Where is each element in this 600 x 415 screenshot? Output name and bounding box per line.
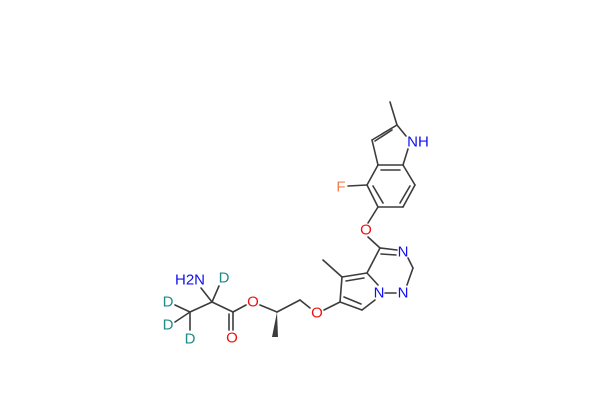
- atom-deuterium-alpha: D: [219, 270, 230, 287]
- wedge-bond: [272, 312, 278, 337]
- atom-deuterium-2: D: [163, 317, 174, 334]
- bonds: [174, 101, 416, 337]
- atom-labels: NH F O N N N O O O H2N D D D D: [163, 134, 429, 348]
- atom-nitrogen-3: N: [398, 244, 409, 261]
- atom-oxygen-ether: O: [311, 305, 323, 322]
- atom-oxygen-ester: O: [247, 294, 259, 311]
- atom-oxygen-carbonyl: O: [226, 330, 238, 347]
- atom-fluorine: F: [336, 179, 345, 196]
- atom-nitrogen-1: N: [398, 285, 409, 302]
- atom-deuterium-1: D: [163, 294, 174, 311]
- atom-oxygen-aryl: O: [360, 222, 372, 239]
- atom-deuterium-3: D: [185, 331, 196, 348]
- atom-nitrogen-bridge: N: [374, 285, 385, 302]
- atom-amine: H2N: [175, 272, 205, 289]
- atom-nh: NH: [407, 134, 429, 151]
